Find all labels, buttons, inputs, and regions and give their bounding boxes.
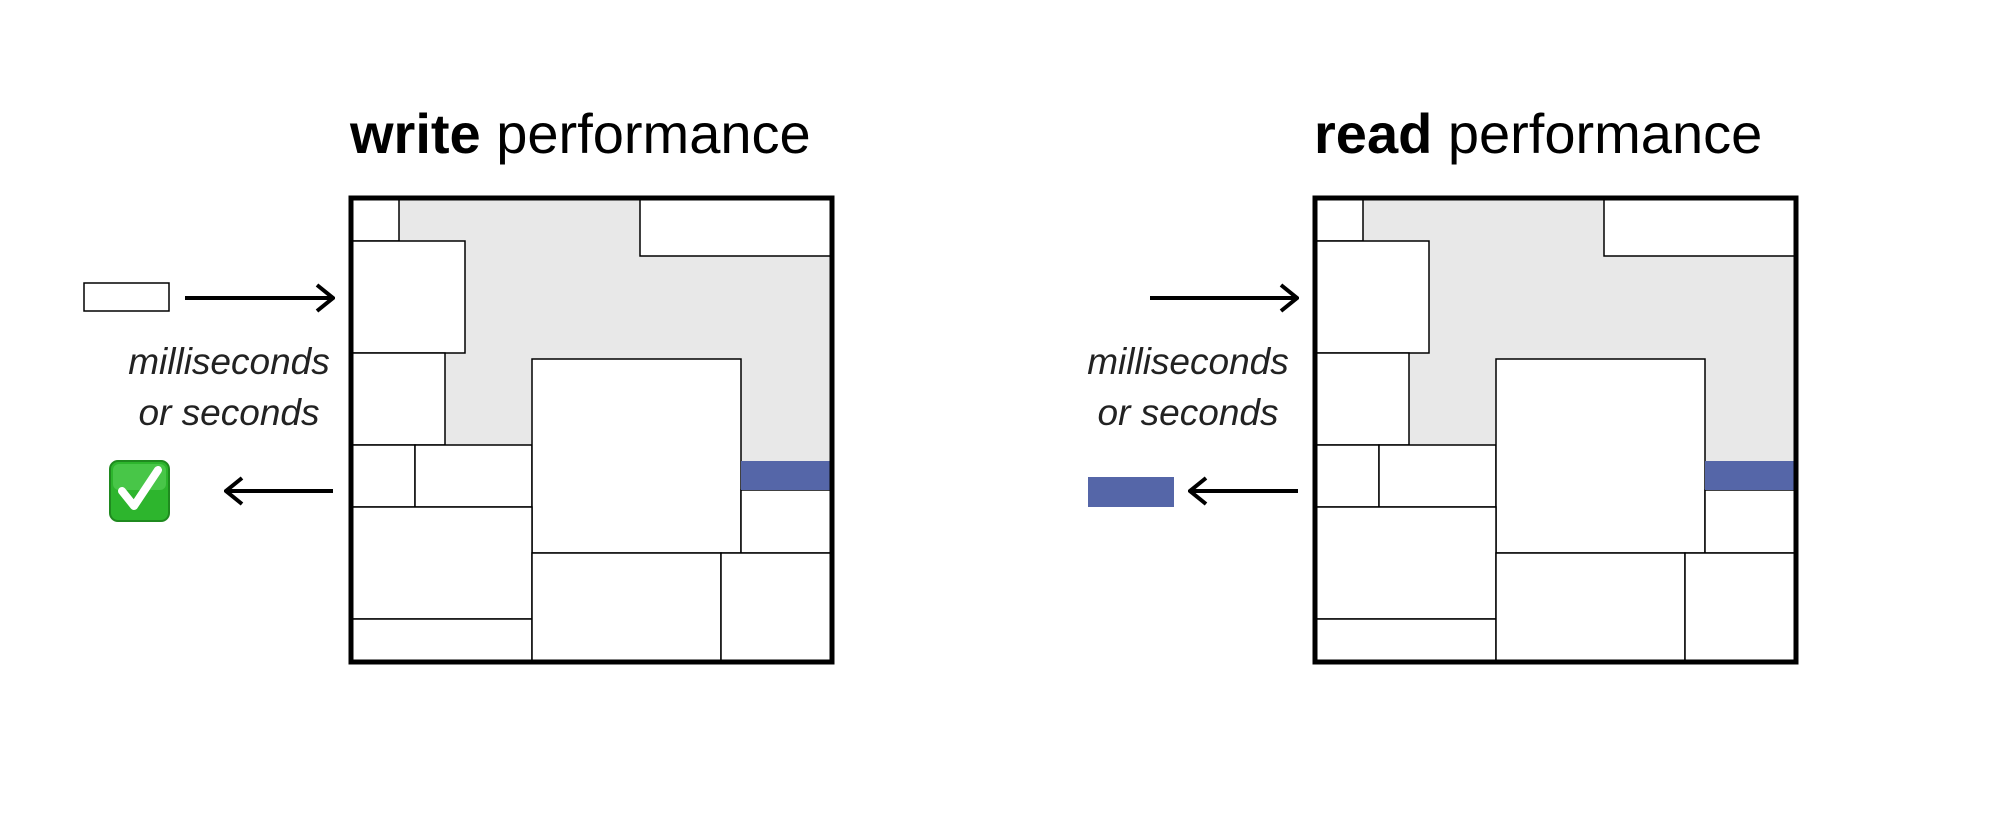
read-block	[1495, 358, 1706, 554]
read-panel: read performance milliseconds	[1087, 102, 1799, 665]
read-caption-line1: milliseconds	[1087, 341, 1289, 382]
write-block	[740, 489, 833, 554]
write-block	[414, 444, 533, 508]
read-block	[1603, 198, 1797, 257]
write-highlighted-block	[741, 461, 832, 490]
read-block	[1315, 444, 1380, 508]
read-title: read performance	[1314, 102, 1762, 165]
write-block	[351, 352, 446, 446]
read-box-border	[1312, 195, 1799, 665]
read-block	[1315, 506, 1497, 620]
write-blocks	[351, 198, 833, 662]
write-block	[351, 618, 533, 662]
read-storage-box	[1312, 195, 1799, 665]
write-caption-line2: or seconds	[139, 392, 320, 433]
green-check-icon	[109, 460, 170, 522]
read-title-rest: performance	[1432, 102, 1762, 165]
write-block	[351, 506, 533, 620]
read-block	[1315, 198, 1364, 242]
write-title-rest: performance	[481, 102, 811, 165]
write-block	[351, 198, 400, 242]
read-block	[1684, 552, 1797, 662]
read-block	[1315, 618, 1497, 662]
write-incoming-block	[83, 282, 170, 312]
read-block	[1315, 240, 1430, 354]
write-title-bold: write	[349, 102, 481, 165]
write-title: write performance	[349, 102, 811, 165]
write-block	[639, 198, 833, 257]
read-block	[1378, 444, 1497, 508]
write-box-border	[348, 195, 835, 665]
write-block-new	[351, 240, 466, 354]
blue-block-icon	[1088, 477, 1174, 507]
write-block	[720, 552, 833, 662]
read-title-bold: read	[1314, 102, 1432, 165]
read-block	[1704, 489, 1797, 554]
write-block	[351, 444, 416, 508]
read-blocks	[1315, 198, 1797, 662]
read-caption-line2: or seconds	[1098, 392, 1279, 433]
read-highlighted-block	[1705, 461, 1796, 490]
write-storage-box	[348, 195, 835, 665]
write-block	[531, 358, 742, 554]
read-block	[1495, 552, 1686, 662]
write-block	[531, 552, 722, 662]
read-block	[1315, 352, 1410, 446]
write-panel: write performance	[83, 102, 835, 665]
write-caption-line1: milliseconds	[128, 341, 330, 382]
